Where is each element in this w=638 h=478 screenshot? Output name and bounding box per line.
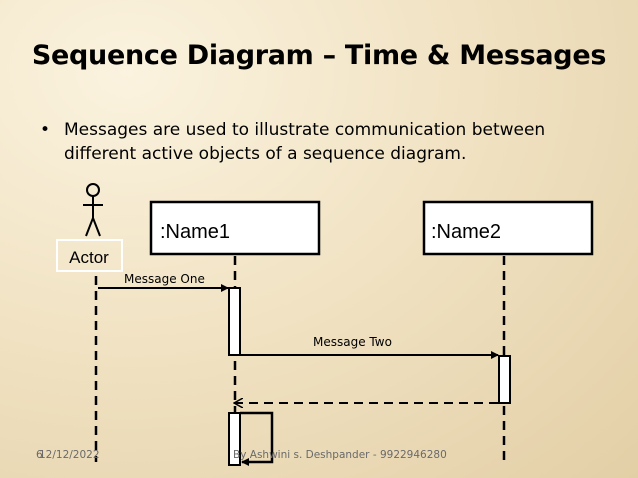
object-label-name1: :Name1 <box>160 221 230 243</box>
activation-bar-name2 <box>498 355 511 404</box>
footer-slide-number: 6 <box>36 449 43 461</box>
bullet-text: Messages are used to illustrate communic… <box>64 120 546 164</box>
slide-title: Sequence Diagram – Time & Messages <box>31 40 607 71</box>
footer-author: By Ashwini s. Deshpander - 9922946280 <box>233 449 447 461</box>
object-label-name2: :Name2 <box>431 221 501 243</box>
actor-figure-icon <box>83 183 103 237</box>
message-two-label: Message Two <box>313 335 392 349</box>
actor-label: Actor <box>69 248 109 267</box>
message-one-label: Message One <box>124 272 205 286</box>
object-box-name1 <box>149 200 321 256</box>
footer-date: 12/12/2022 <box>39 449 100 461</box>
actor-label-box <box>56 239 123 272</box>
bullet-dot: • <box>40 120 51 140</box>
self-message-arrow <box>240 411 274 466</box>
bullet-point: • Messages are used to illustrate commun… <box>40 118 600 166</box>
activation-bar-name1 <box>228 287 241 356</box>
activation-bar-name1-self <box>228 412 241 466</box>
object-box-name2 <box>422 200 594 256</box>
